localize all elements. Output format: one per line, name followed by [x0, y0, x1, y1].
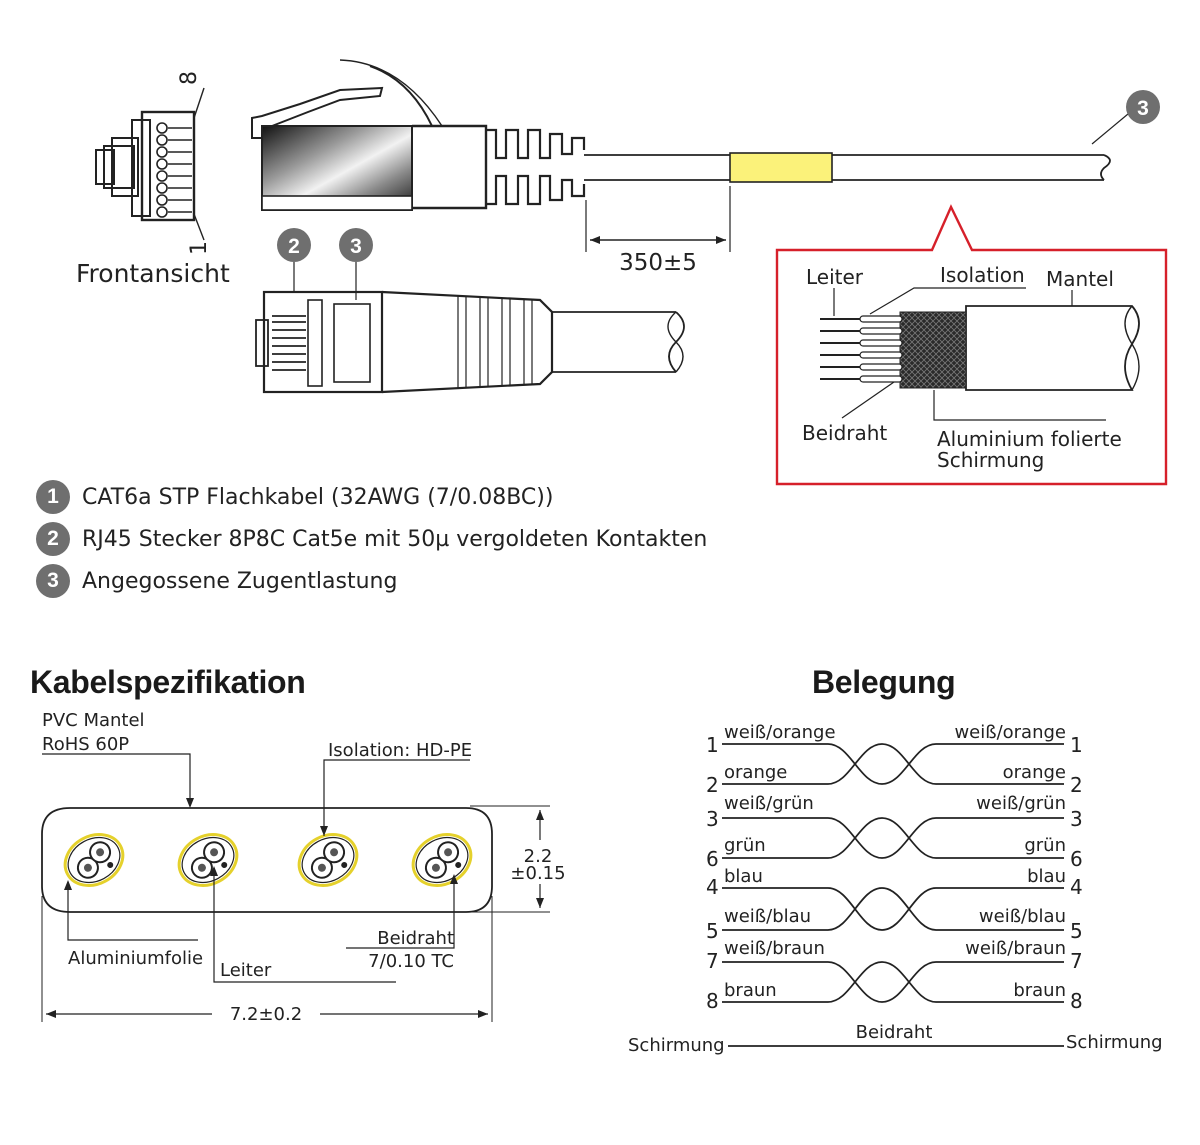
legend-badge-2: 2 — [36, 522, 70, 556]
detail-alu-label-1: Aluminium folierte — [937, 427, 1122, 451]
pin-6-left-label: grün — [724, 835, 766, 856]
pin-5-left-num: 5 — [706, 919, 719, 943]
front-view-pins — [156, 122, 192, 218]
wire-bundle-3 — [297, 833, 359, 887]
spec-height-2: ±0.15 — [510, 863, 565, 884]
pin-7-right-label: weiß/braun — [965, 938, 1066, 959]
wire-pair-2 — [722, 817, 1064, 859]
wire-pair-4 — [722, 961, 1064, 1003]
legend-text-1: CAT6a STP Flachkabel (32AWG (7/0.08BC)) — [82, 484, 554, 510]
wiring-diagram — [722, 743, 1064, 1047]
cable-detail-box: Leiter Isolation Mantel Beidraht Alumini… — [775, 204, 1168, 486]
pin-2-right-label: orange — [1003, 762, 1066, 783]
wire-pair-1 — [722, 743, 1064, 785]
pin-6-right-label: grün — [1024, 835, 1066, 856]
connector-top-view — [255, 290, 685, 394]
legend-text-2: RJ45 Stecker 8P8C Cat5e mit 50µ vergolde… — [82, 526, 708, 552]
callout-3-badge-top — [1126, 90, 1160, 124]
callout-3: 3 — [350, 235, 362, 258]
detail-alu-label-2: Schirmung — [937, 448, 1044, 472]
pin-1-label: 1 — [187, 241, 212, 255]
wire-bundle-1 — [63, 833, 125, 887]
legend-badge-1: 1 — [36, 480, 70, 514]
pin-4-left-num: 4 — [706, 875, 719, 899]
shield-left-label: Schirmung — [628, 1035, 725, 1056]
pin-2-right-num: 2 — [1070, 773, 1083, 797]
pin-4-right-label: blau — [1027, 866, 1066, 887]
pin-3-right-num: 3 — [1070, 807, 1083, 831]
detail-leiter-label: Leiter — [806, 265, 864, 289]
length-dimension: 350±5 — [619, 250, 697, 276]
front-view-connector: 8 1 Frontansicht — [76, 71, 230, 288]
pin-8-right-num: 8 — [1070, 989, 1083, 1013]
pin-8-left-num: 8 — [706, 989, 719, 1013]
pin-6-right-num: 6 — [1070, 847, 1083, 871]
pin-5-left-label: weiß/blau — [724, 906, 811, 927]
pin-1-left-label: weiß/orange — [724, 722, 836, 743]
legend-badge-3: 3 — [36, 564, 70, 598]
spec-aluminiumfolie-label: Aluminiumfolie — [68, 948, 203, 969]
pin-2-left-label: orange — [724, 762, 787, 783]
wire-bundle-2 — [177, 833, 239, 887]
spec-leiter-label: Leiter — [220, 960, 272, 981]
pin-3-left-label: weiß/grün — [724, 793, 814, 814]
shield-drain-label: Beidraht — [856, 1022, 933, 1043]
front-view-label: Frontansicht — [76, 259, 230, 288]
detail-mantel-label: Mantel — [1046, 267, 1114, 291]
detail-isolation-label: Isolation — [940, 263, 1025, 287]
pin-1-right-label: weiß/orange — [954, 722, 1066, 743]
pin-4-right-num: 4 — [1070, 875, 1083, 899]
legend-item-3: 3 Angegossene Zugentlastung — [36, 560, 707, 602]
pin-1-right-num: 1 — [1070, 733, 1083, 757]
spec-heading: Kabelspezifikation — [30, 664, 306, 700]
spec-pvc-label-2: RoHS 60P — [42, 734, 129, 755]
wire-bundle-4 — [411, 833, 473, 887]
pin-5-right-label: weiß/blau — [979, 906, 1066, 927]
spec-width-label: 7.2±0.2 — [230, 1004, 302, 1025]
spec-beidraht-label-1: Beidraht — [377, 928, 454, 949]
spec-pvc-label-1: PVC Mantel — [42, 710, 145, 731]
pin-5-right-num: 5 — [1070, 919, 1083, 943]
pin-8-label: 8 — [177, 71, 202, 85]
pin-7-left-num: 7 — [706, 949, 719, 973]
pin-7-right-num: 7 — [1070, 949, 1083, 973]
pin-3-right-label: weiß/grün — [976, 793, 1066, 814]
pin-2-left-num: 2 — [706, 773, 719, 797]
connector-side-view: 350±5 3 — [251, 59, 1160, 276]
spec-isolation-label: Isolation: HD-PE — [328, 740, 472, 761]
callout-3-top: 3 — [1137, 97, 1149, 120]
wire-pair-3 — [722, 887, 1064, 931]
callout-2: 2 — [288, 235, 300, 258]
detail-frame — [775, 204, 1168, 486]
pin-6-left-num: 6 — [706, 847, 719, 871]
legend-item-2: 2 RJ45 Stecker 8P8C Cat5e mit 50µ vergol… — [36, 518, 707, 560]
legend-text-3: Angegossene Zugentlastung — [82, 568, 398, 594]
pin-1-left-num: 1 — [706, 733, 719, 757]
pin-8-right-label: braun — [1013, 980, 1066, 1001]
legend-list: 1 CAT6a STP Flachkabel (32AWG (7/0.08BC)… — [36, 476, 707, 602]
pin-7-left-label: weiß/braun — [724, 938, 825, 959]
shield-right-label: Schirmung — [1066, 1032, 1163, 1053]
legend-item-1: 1 CAT6a STP Flachkabel (32AWG (7/0.08BC)… — [36, 476, 707, 518]
pin-3-left-num: 3 — [706, 807, 719, 831]
detail-beidraht-label: Beidraht — [802, 421, 887, 445]
wiring-heading: Belegung — [812, 664, 956, 700]
flat-cable-section: PVC Mantel RoHS 60P Isolation: HD-PE 2.2… — [41, 710, 566, 1025]
pin-4-left-label: blau — [724, 866, 763, 887]
callouts-2-3: 2 3 — [277, 228, 373, 300]
spec-beidraht-label-2: 7/0.10 TC — [368, 951, 454, 972]
pin-8-left-label: braun — [724, 980, 777, 1001]
spec-height-1: 2.2 — [524, 846, 553, 867]
